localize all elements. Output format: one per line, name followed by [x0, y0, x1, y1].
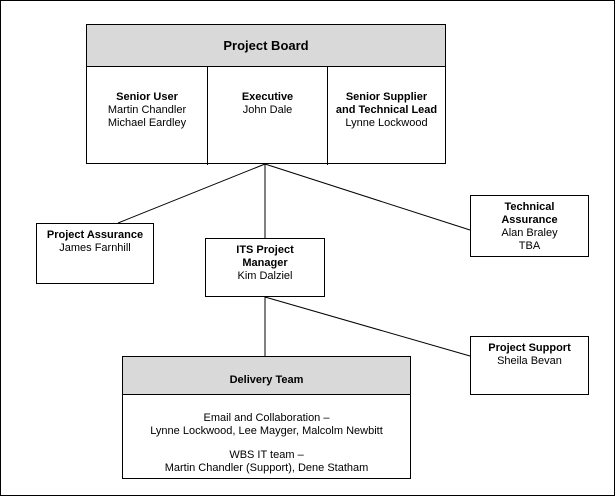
technical-assurance-title-1: Technical — [504, 201, 555, 213]
technical-assurance-name-1: Alan Braley — [501, 227, 558, 239]
technical-assurance-title-2: Assurance — [501, 214, 558, 226]
executive-name: John Dale — [242, 104, 293, 116]
technical-assurance-box: Technical Assurance Alan Braley TBA — [470, 195, 589, 257]
project-board-header: Project Board — [87, 25, 445, 67]
executive-title: Executive — [241, 91, 294, 103]
project-manager-title-2: Manager — [242, 257, 288, 269]
project-assurance-name: James Farnhill — [59, 242, 131, 254]
executive-cell: Executive John Dale — [207, 67, 327, 165]
project-board: Project Board Senior User Martin Chandle… — [86, 24, 446, 165]
project-support-box: Project Support Sheila Bevan — [470, 336, 589, 395]
delivery-team-title: Delivery Team — [229, 374, 304, 386]
delivery-group-email: Email and Collaboration – Lynne Lockwood… — [123, 412, 410, 438]
project-manager-title-1: ITS Project — [236, 244, 294, 256]
senior-user-name-2: Michael Eardley — [107, 117, 187, 129]
senior-supplier-title-1: Senior Supplier — [345, 91, 428, 103]
line-board-to-technical — [264, 163, 471, 231]
project-board-title: Project Board — [223, 38, 309, 53]
project-manager-name: Kim Dalziel — [237, 270, 293, 282]
delivery-team-header: Delivery Team — [123, 357, 410, 395]
project-support-title: Project Support — [488, 342, 571, 354]
project-assurance-title: Project Assurance — [46, 229, 144, 241]
senior-supplier-name: Lynne Lockwood — [345, 117, 428, 129]
project-manager-box: ITS Project Manager Kim Dalziel — [205, 238, 325, 297]
delivery-team-box: Delivery Team Email and Collaboration – … — [122, 356, 411, 479]
line-manager-to-support — [264, 296, 471, 357]
technical-assurance-name-2: TBA — [518, 240, 541, 252]
delivery-group-wbs-members: Martin Chandler (Support), Dene Statham — [164, 462, 369, 474]
senior-user-cell: Senior User Martin Chandler Michael Eard… — [87, 67, 207, 165]
delivery-group-email-members: Lynne Lockwood, Lee Mayger, Malcolm Newb… — [150, 425, 383, 437]
delivery-group-email-label: Email and Collaboration – — [203, 412, 330, 424]
delivery-group-wbs-label: WBS IT team – — [229, 449, 304, 461]
senior-supplier-cell: Senior Supplier and Technical Lead Lynne… — [327, 67, 445, 165]
line-board-to-assurance — [117, 163, 266, 224]
project-support-name: Sheila Bevan — [497, 355, 562, 367]
delivery-group-wbs: WBS IT team – Martin Chandler (Support),… — [123, 449, 410, 475]
senior-user-title: Senior User — [116, 91, 178, 103]
senior-user-name-1: Martin Chandler — [107, 104, 187, 116]
project-assurance-box: Project Assurance James Farnhill — [36, 223, 154, 284]
senior-supplier-title-2: and Technical Lead — [335, 104, 438, 116]
